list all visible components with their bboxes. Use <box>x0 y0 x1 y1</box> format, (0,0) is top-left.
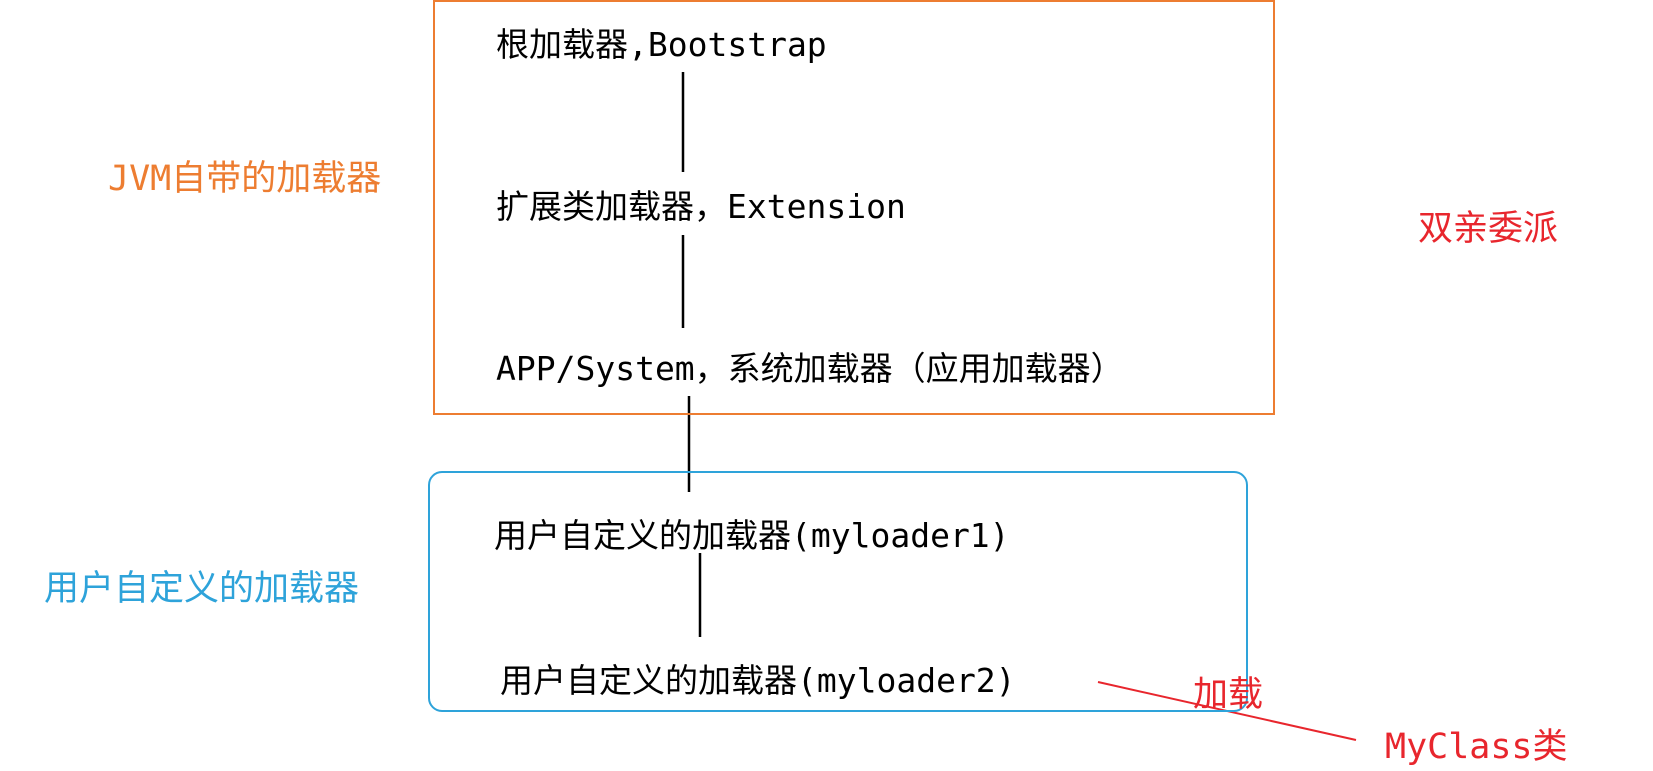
node-custom-loader-2: 用户自定义的加载器(myloader2) <box>500 661 1016 700</box>
jvm-loaders-group <box>433 0 1275 415</box>
load-label: 加载 <box>1193 675 1264 715</box>
user-group-label: 用户自定义的加载器 <box>44 569 360 609</box>
delegation-label: 双亲委派 <box>1418 209 1559 249</box>
jvm-group-label: JVM自带的加载器 <box>108 159 382 199</box>
node-extension-loader: 扩展类加载器，Extension <box>496 187 906 226</box>
node-custom-loader-1: 用户自定义的加载器(myloader1) <box>494 516 1010 555</box>
node-app-loader: APP/System，系统加载器（应用加载器） <box>496 349 1124 388</box>
target-class-label: MyClass类 <box>1385 727 1568 767</box>
user-loaders-group <box>428 471 1248 712</box>
node-bootstrap-loader: 根加载器,Bootstrap <box>496 25 827 64</box>
